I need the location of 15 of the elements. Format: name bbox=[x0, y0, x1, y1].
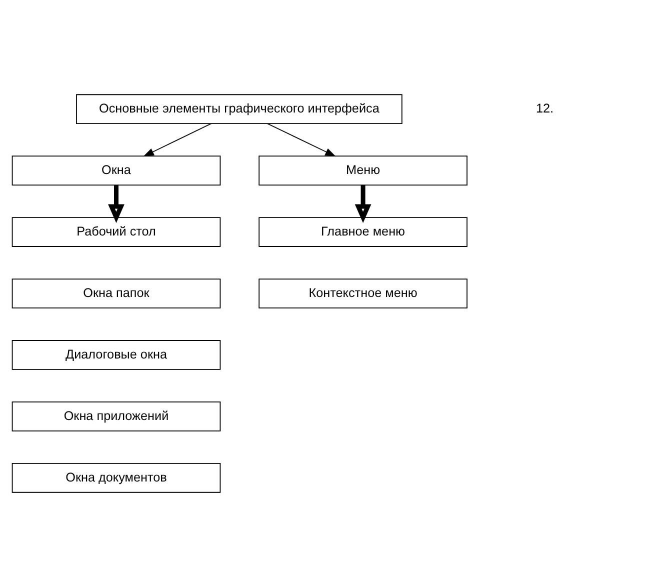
node-box: Основные элементы графического интерфейса bbox=[76, 94, 402, 124]
arrow bbox=[354, 185, 372, 223]
node-box: Рабочий стол bbox=[12, 217, 221, 247]
node-box: Окна папок bbox=[12, 278, 221, 308]
node-box: Контекстное меню bbox=[258, 278, 468, 308]
node-box: Главное меню bbox=[258, 217, 468, 247]
node-box: Диалоговые окна bbox=[12, 340, 221, 370]
node-box: Окна приложений bbox=[12, 402, 221, 432]
label: 12. bbox=[536, 101, 554, 116]
arrow bbox=[108, 185, 124, 223]
arrow bbox=[143, 123, 212, 157]
arrow bbox=[267, 123, 336, 157]
node-box: Меню bbox=[258, 156, 468, 186]
node-box: Окна документов bbox=[12, 463, 221, 493]
node-box: Окна bbox=[12, 156, 221, 186]
